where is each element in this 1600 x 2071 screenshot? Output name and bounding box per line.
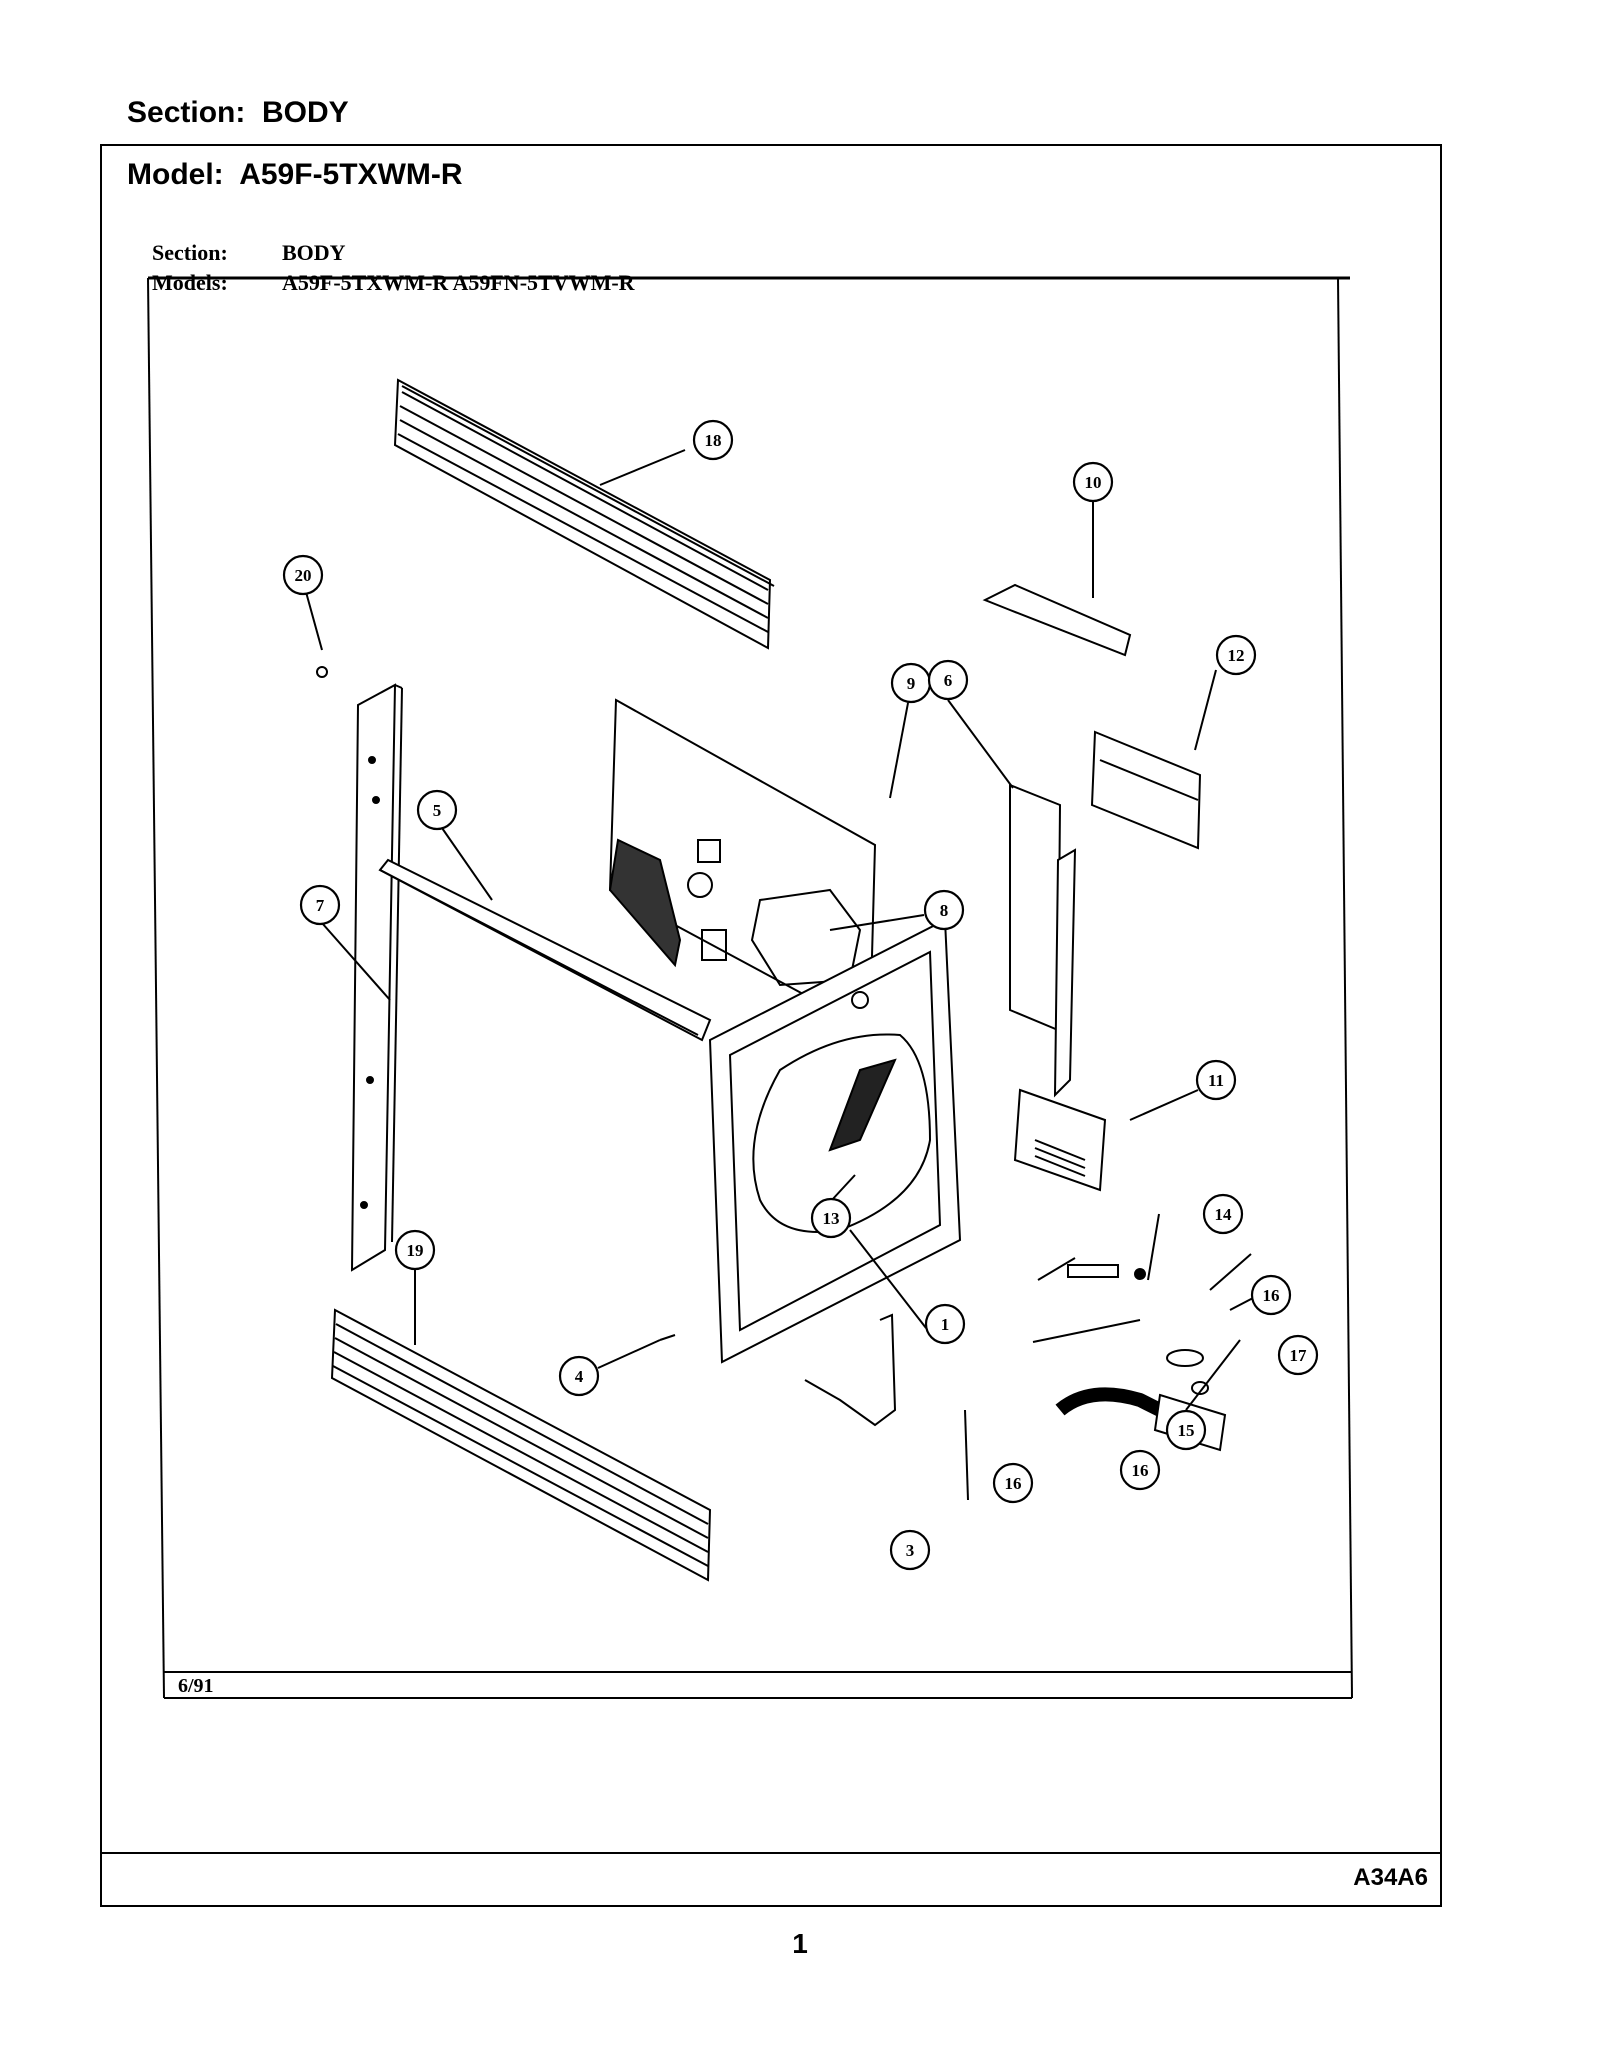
callout-16a: 16 bbox=[1263, 1286, 1280, 1305]
callout-4: 4 bbox=[575, 1367, 584, 1386]
callout-5: 5 bbox=[433, 801, 442, 820]
callout-8: 8 bbox=[940, 901, 949, 920]
right-panel-part bbox=[1009, 783, 1077, 1098]
callout-12: 12 bbox=[1228, 646, 1245, 665]
bracket-part bbox=[1090, 730, 1202, 850]
top-grille-part bbox=[393, 378, 775, 650]
callout-20: 20 bbox=[295, 566, 312, 585]
top-rail-part bbox=[378, 858, 712, 1042]
callout-19: 19 bbox=[407, 1241, 424, 1260]
left-rail-part bbox=[350, 683, 403, 1272]
callout-1: 1 bbox=[941, 1315, 950, 1334]
screw-4-part bbox=[659, 1334, 676, 1341]
hinge-part bbox=[804, 1313, 897, 1427]
inner-section-value: BODY bbox=[282, 240, 346, 265]
callout-13: 13 bbox=[823, 1209, 840, 1228]
access-panel-part bbox=[1013, 1088, 1107, 1192]
callout-3: 3 bbox=[906, 1541, 915, 1560]
callout-14: 14 bbox=[1215, 1205, 1233, 1224]
callout-16b: 16 bbox=[1005, 1474, 1022, 1493]
callout-7: 7 bbox=[316, 896, 325, 915]
cabinet-part bbox=[708, 918, 962, 1364]
page-frame bbox=[100, 144, 1442, 1907]
terminal-block-part bbox=[1067, 1264, 1119, 1278]
footer-divider bbox=[100, 1852, 1442, 1854]
inner-models-label: Models: bbox=[152, 270, 228, 295]
exploded-parts-diagram: 18 10 12 20 9 6 5 7 8 11 13 14 16 17 15 … bbox=[147, 240, 1353, 1699]
callout-15: 15 bbox=[1178, 1421, 1195, 1440]
screw-part bbox=[316, 666, 328, 678]
section-title: Section: BODY bbox=[127, 96, 349, 129]
top-cover-part bbox=[982, 583, 1132, 657]
page-number: 1 bbox=[792, 1928, 808, 1959]
callout-18: 18 bbox=[705, 431, 722, 450]
callout-11: 11 bbox=[1208, 1071, 1224, 1090]
model-title: Model: A59F-5TXWM-R bbox=[127, 158, 463, 191]
callout-9: 9 bbox=[907, 674, 916, 693]
nut-part bbox=[1134, 1268, 1146, 1280]
inner-models-value: A59F-5TXWM-R A59FN-5TVWM-R bbox=[282, 270, 636, 295]
callout-16c: 16 bbox=[1132, 1461, 1149, 1480]
callout-17: 17 bbox=[1290, 1346, 1308, 1365]
inner-section-label: Section: bbox=[152, 240, 228, 265]
footer-code: A34A6 bbox=[1353, 1864, 1428, 1891]
callout-6: 6 bbox=[944, 671, 953, 690]
callout-10: 10 bbox=[1085, 473, 1102, 492]
revision-date: 6/91 bbox=[178, 1675, 214, 1697]
bottom-grille-part bbox=[330, 1308, 712, 1582]
